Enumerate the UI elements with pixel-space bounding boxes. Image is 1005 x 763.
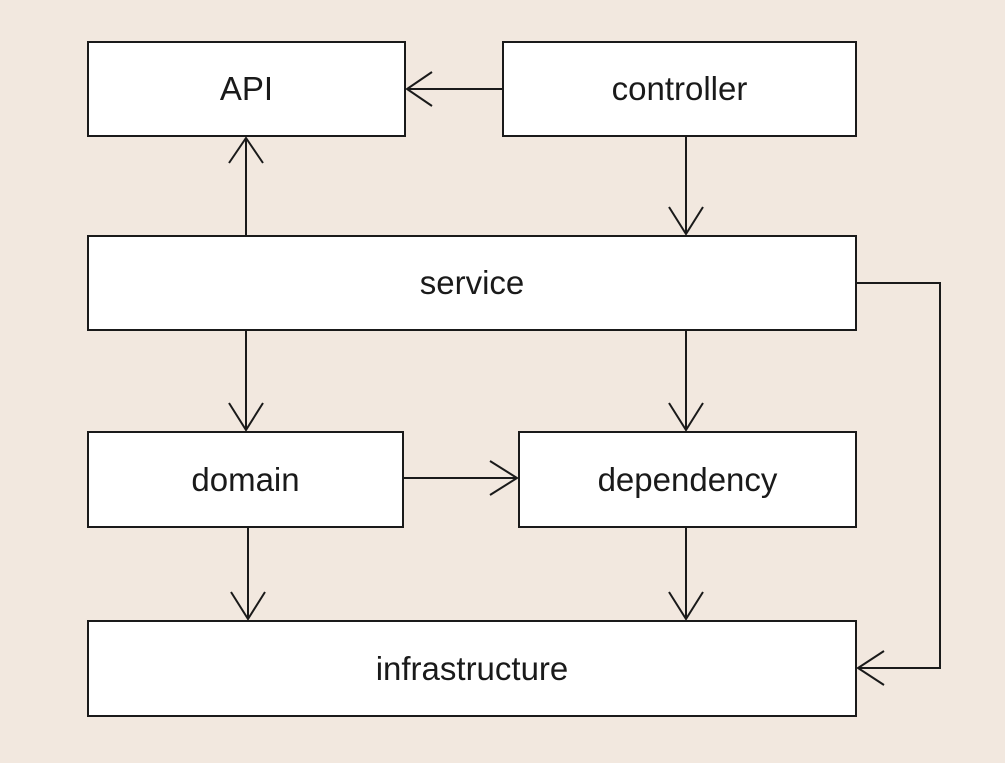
node-dependency: dependency xyxy=(518,431,857,528)
edge-dependency-to-infrastructure xyxy=(668,528,704,621)
node-controller-label: controller xyxy=(611,70,748,107)
edge-service-to-infrastructure xyxy=(856,282,941,686)
node-infrastructure-label: infrastructure xyxy=(375,649,569,687)
edge-service-to-dependency xyxy=(668,331,704,432)
edge-service-to-api xyxy=(228,136,264,235)
node-api-label: API xyxy=(219,70,274,107)
node-domain-label: domain xyxy=(191,460,300,498)
edge-domain-to-dependency xyxy=(404,460,519,496)
node-controller: controller xyxy=(502,41,857,137)
edge-service-to-domain xyxy=(228,331,264,432)
node-domain: domain xyxy=(87,431,404,528)
node-service-label: service xyxy=(419,264,525,301)
edge-controller-to-api xyxy=(405,71,502,107)
node-dependency-label: dependency xyxy=(597,460,778,498)
edge-controller-to-service xyxy=(668,137,704,236)
node-infrastructure: infrastructure xyxy=(87,620,857,717)
node-service: service xyxy=(87,235,857,331)
node-api: API xyxy=(87,41,406,137)
edge-domain-to-infrastructure xyxy=(230,528,266,621)
